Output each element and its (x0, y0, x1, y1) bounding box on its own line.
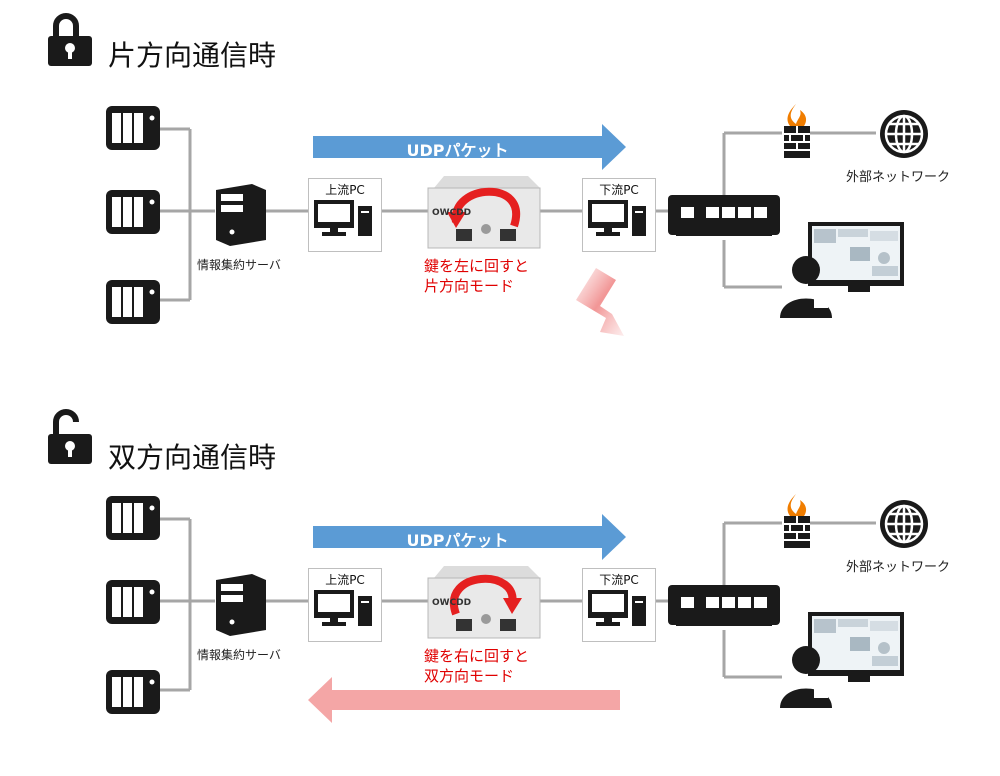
tower-server-icon (216, 574, 266, 636)
operator-monitor-icon (780, 612, 904, 708)
upstream-pc-label: 上流PC (325, 573, 365, 587)
device-brand: OWCDD (432, 598, 472, 608)
section-title: 片方向通信時 (108, 39, 277, 72)
nas-icon-1 (106, 106, 160, 150)
storage-server-icons (106, 106, 266, 324)
upstream-pc-label: 上流PC (325, 183, 365, 197)
connection-lines (160, 127, 876, 302)
pc-monitor-icon (588, 200, 646, 236)
firewall-icon (784, 494, 810, 548)
network-switch-icon (668, 195, 780, 236)
data-diode-device (427, 176, 541, 249)
pc-monitor-icon (314, 590, 372, 626)
one-way-section: 片方向通信時 情報集約サーバ UDPパケット 上 (0, 0, 1000, 386)
udp-arrow-label: UDPパケット (406, 531, 509, 550)
lock-closed-icon (48, 13, 92, 66)
return-arrow (308, 677, 620, 723)
section-title: 双方向通信時 (108, 441, 277, 474)
mode-note-line2: 片方向モード (424, 277, 515, 295)
udp-arrow (313, 514, 626, 560)
firewall-icon (784, 104, 810, 158)
pc-monitor-icon (588, 590, 646, 626)
tower-server-icon (216, 184, 266, 246)
mode-note-line1: 鍵を左に回すと (424, 257, 530, 275)
mode-note-line1: 鍵を右に回すと (424, 647, 530, 665)
two-way-section: 双方向通信時 情報集約サーバ UDPパケット 上流PC (0, 390, 1000, 776)
downstream-pc-label: 下流PC (599, 183, 639, 197)
external-network-label: 外部ネットワーク (846, 560, 951, 575)
mode-note-line2: 双方向モード (424, 667, 515, 685)
server-label: 情報集約サーバ (197, 648, 281, 662)
network-switch-icon (668, 585, 780, 626)
nas-icon-2 (106, 190, 160, 234)
downstream-pc-label: 下流PC (599, 573, 639, 587)
udp-arrow (313, 124, 626, 170)
lock-open-icon (48, 409, 92, 464)
nas-icon-2 (106, 580, 160, 624)
data-diode-device (427, 566, 541, 639)
external-network-label: 外部ネットワーク (846, 170, 951, 185)
nas-icon-3 (106, 670, 160, 714)
server-label: 情報集約サーバ (197, 258, 281, 272)
globe-icon (880, 110, 928, 158)
nas-icon-1 (106, 496, 160, 540)
pc-monitor-icon (314, 200, 372, 236)
key-turn-left-arrow (447, 212, 466, 228)
operator-monitor-icon (780, 222, 904, 318)
blocked-return-arrow (576, 268, 624, 336)
device-brand: OWCDD (432, 208, 472, 218)
key-turn-right-arrow (503, 598, 522, 614)
connection-lines (160, 517, 876, 692)
storage-server-icons (106, 496, 266, 714)
nas-icon-3 (106, 280, 160, 324)
globe-icon (880, 500, 928, 548)
udp-arrow-label: UDPパケット (406, 141, 509, 160)
